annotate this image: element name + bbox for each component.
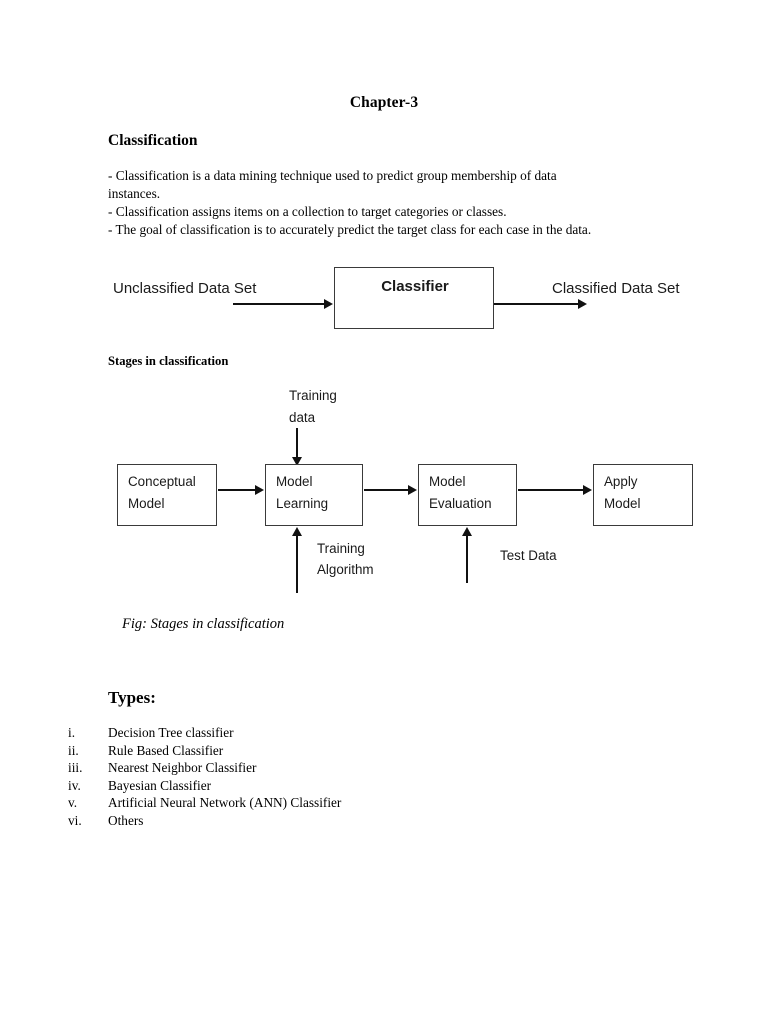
list-item-marker: ii. (68, 742, 79, 758)
arrow-out-of-classifier (494, 299, 587, 309)
model-learning-line2: Learning (276, 496, 329, 511)
list-item: iii. Nearest Neighbor Classifier (68, 759, 568, 777)
stage-box-conceptual-model: Conceptual Model (117, 464, 217, 526)
classifier-box: Classifier (334, 267, 494, 329)
section-heading-classification: Classification (108, 132, 198, 149)
list-item: ii. Rule Based Classifier (68, 742, 568, 760)
training-algorithm-label-line1: Training (317, 541, 365, 556)
description-line-1: - Classification is a data mining techni… (108, 168, 557, 183)
list-item: i. Decision Tree classifier (68, 724, 568, 742)
arrow-conceptual-to-learning (218, 485, 264, 495)
test-data-label: Test Data (500, 548, 557, 563)
classified-data-set-label: Classified Data Set (552, 280, 680, 297)
apply-model-line1: Apply (604, 474, 638, 489)
arrow-into-classifier (233, 299, 333, 309)
arrow-learning-to-evaluation (364, 485, 417, 495)
model-evaluation-line1: Model (429, 474, 466, 489)
list-item-marker: v. (68, 795, 78, 811)
list-item-label: Artificial Neural Network (ANN) Classifi… (108, 795, 342, 811)
arrow-training-data-into-model-learning (292, 428, 302, 466)
training-data-label-line1: Training (289, 388, 337, 403)
figure-caption: Fig: Stages in classification (122, 616, 285, 632)
model-evaluation-line2: Evaluation (429, 496, 492, 511)
list-item-marker: i. (68, 725, 76, 740)
types-list: i. Decision Tree classifier ii. Rule Bas… (68, 724, 568, 830)
list-item: v. Artificial Neural Network (ANN) Class… (68, 794, 568, 812)
list-item-label: Decision Tree classifier (108, 725, 234, 740)
arrow-evaluation-to-apply (518, 485, 592, 495)
arrow-training-algorithm-into-model-learning (292, 527, 302, 593)
list-item-marker: iii. (68, 760, 83, 776)
arrow-test-data-into-model-evaluation (462, 527, 472, 583)
conceptual-model-line1: Conceptual (128, 474, 196, 489)
model-learning-line1: Model (276, 474, 313, 489)
list-item-marker: vi. (68, 812, 82, 828)
chapter-title: Chapter-3 (349, 94, 419, 111)
stage-box-model-learning: Model Learning (265, 464, 363, 526)
training-data-label-line2: data (289, 410, 316, 425)
classifier-box-label: Classifier (381, 278, 449, 295)
description-line-2: instances. (108, 186, 161, 201)
training-algorithm-label-line2: Algorithm (317, 562, 374, 577)
description-line-3: - Classification assigns items on a coll… (108, 204, 507, 219)
conceptual-model-line2: Model (128, 496, 165, 511)
description-line-4: - The goal of classification is to accur… (108, 222, 592, 237)
apply-model-line2: Model (604, 496, 641, 511)
list-item-label: Nearest Neighbor Classifier (108, 760, 257, 776)
list-item: vi. Others (68, 812, 568, 830)
unclassified-data-set-label: Unclassified Data Set (113, 280, 257, 297)
list-item-label: Bayesian Classifier (108, 777, 212, 793)
list-item-marker: iv. (68, 777, 81, 793)
stage-box-apply-model: Apply Model (593, 464, 693, 526)
list-item-label: Rule Based Classifier (108, 742, 224, 758)
stage-box-model-evaluation: Model Evaluation (418, 464, 517, 526)
classification-description: - Classification is a data mining techni… (108, 167, 668, 239)
stages-in-classification-heading: Stages in classification (108, 354, 229, 368)
list-item: iv. Bayesian Classifier (68, 777, 568, 795)
types-heading: Types: (108, 688, 156, 707)
list-item-label: Others (108, 812, 144, 828)
